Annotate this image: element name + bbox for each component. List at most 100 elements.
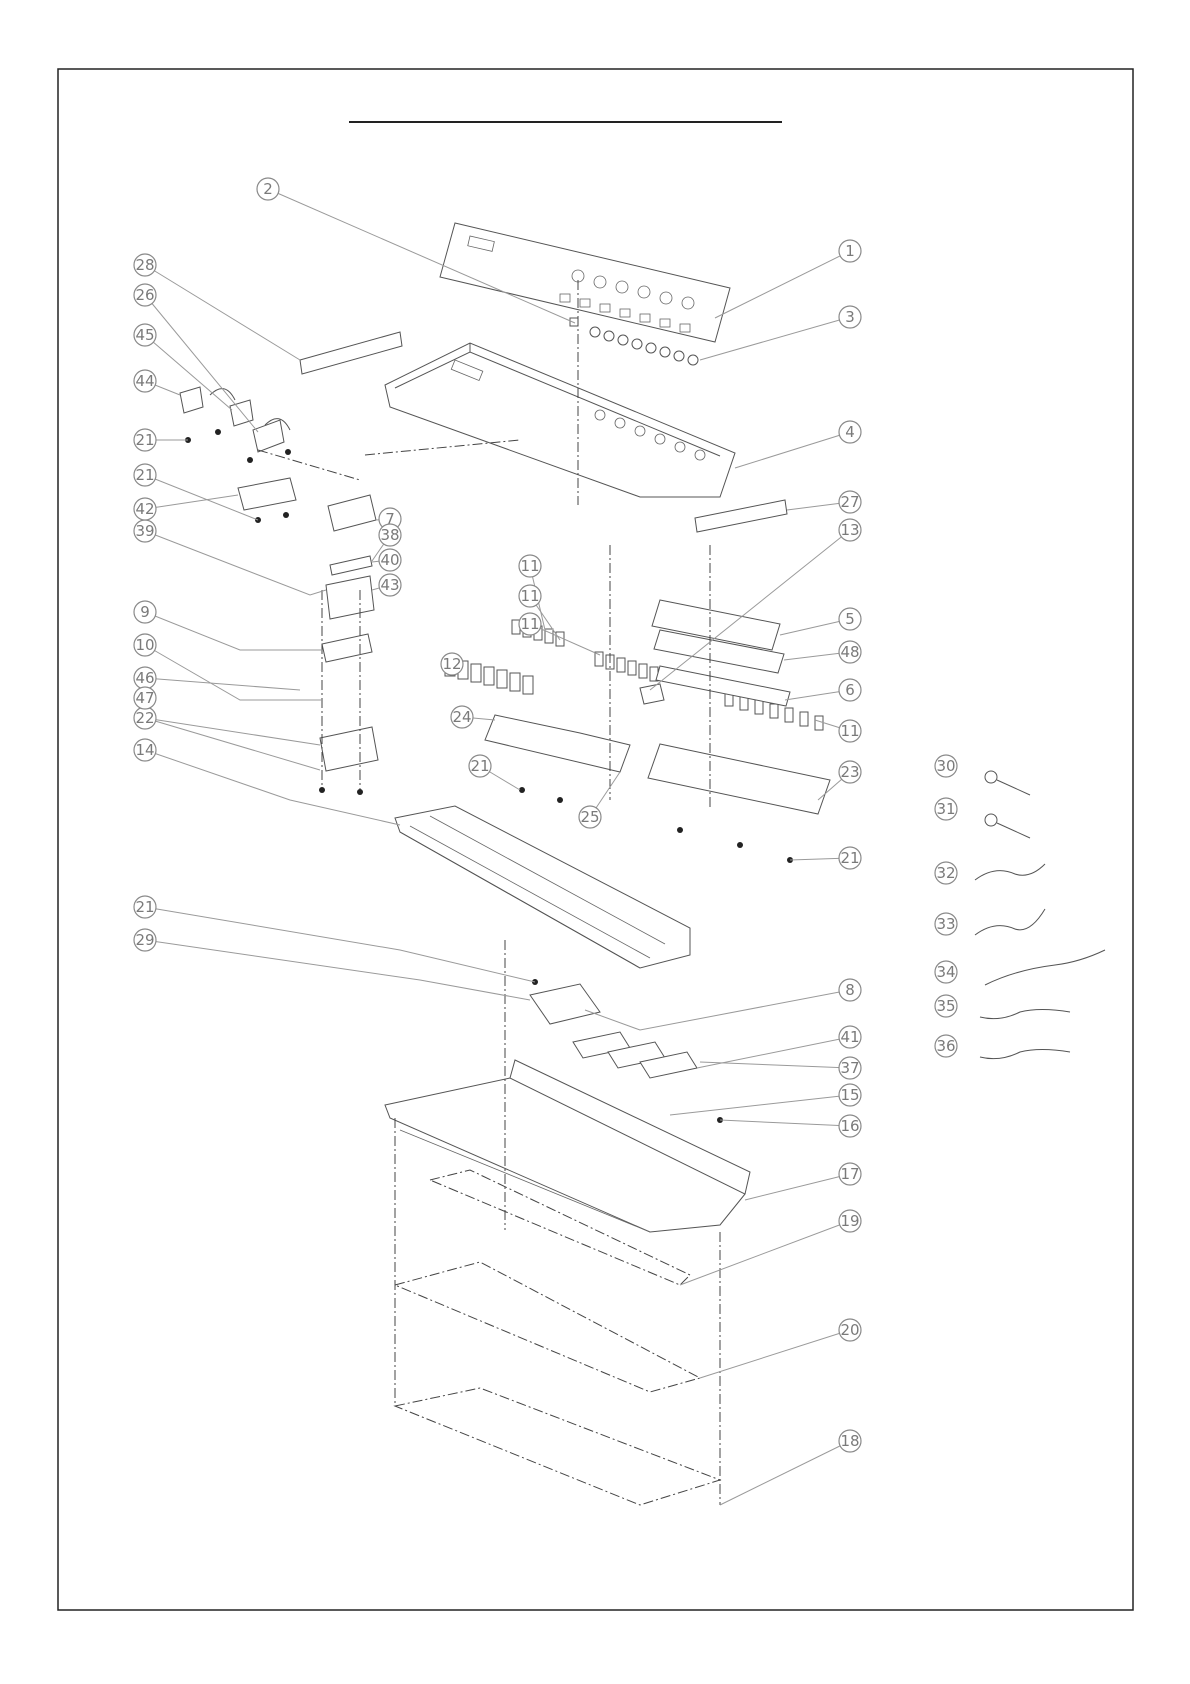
svg-text:24: 24	[452, 708, 471, 726]
callout-19: 19	[839, 1210, 861, 1232]
svg-text:41: 41	[840, 1028, 859, 1046]
svg-text:23: 23	[840, 763, 859, 781]
callout-1: 1	[839, 240, 861, 262]
svg-text:11: 11	[840, 722, 859, 740]
part-40-sheet	[330, 556, 372, 575]
callout-23: 23	[839, 761, 861, 783]
part-43-board	[326, 576, 374, 619]
svg-text:25: 25	[580, 808, 599, 826]
callout-4: 4	[839, 421, 861, 443]
callout-32: 32	[935, 862, 957, 884]
svg-text:34: 34	[936, 963, 955, 981]
callout-5: 5	[839, 608, 861, 630]
callout-11a: 11	[519, 555, 541, 577]
svg-text:26: 26	[135, 286, 154, 304]
svg-text:11: 11	[520, 615, 539, 633]
callout-31: 31	[935, 798, 957, 820]
part-47-board	[320, 727, 378, 771]
svg-text:6: 6	[845, 681, 855, 699]
svg-text:9: 9	[140, 603, 150, 621]
callout-40: 40	[379, 549, 401, 571]
svg-text:45: 45	[135, 326, 154, 344]
part-6-strip	[656, 666, 790, 706]
part-27-strip	[695, 500, 787, 532]
part-13-bracket	[640, 684, 664, 704]
part-23-board	[648, 744, 830, 814]
callout-25: 25	[579, 806, 601, 828]
svg-text:20: 20	[840, 1321, 859, 1339]
callout-12: 12	[441, 653, 463, 675]
svg-text:32: 32	[936, 864, 955, 882]
svg-text:17: 17	[840, 1165, 859, 1183]
part-11-buttons-b	[595, 652, 658, 681]
callout-11b: 11	[519, 585, 541, 607]
callout-21d: 21	[839, 847, 861, 869]
svg-text:38: 38	[380, 526, 399, 544]
callout-13: 13	[839, 519, 861, 541]
svg-text:47: 47	[135, 689, 154, 707]
callout-46: 46	[134, 667, 156, 689]
svg-text:16: 16	[840, 1117, 859, 1135]
callout-36: 36	[935, 1035, 957, 1057]
callout-24: 24	[451, 706, 473, 728]
part-24-board	[485, 715, 630, 772]
svg-text:27: 27	[840, 493, 859, 511]
svg-text:21: 21	[135, 898, 154, 916]
svg-text:21: 21	[840, 849, 859, 867]
callout-2: 2	[257, 178, 279, 200]
svg-text:18: 18	[840, 1432, 859, 1450]
callout-15: 15	[839, 1084, 861, 1106]
svg-text:40: 40	[380, 551, 399, 569]
callout-38: 38	[379, 524, 401, 546]
svg-text:33: 33	[936, 915, 955, 933]
part-30-36-cables	[975, 771, 1105, 1059]
callout-39: 39	[134, 520, 156, 542]
svg-text:43: 43	[380, 576, 399, 594]
callout-34: 34	[935, 961, 957, 983]
callout-14: 14	[134, 739, 156, 761]
callout-21a: 21	[134, 429, 156, 451]
svg-text:28: 28	[135, 256, 154, 274]
callout-10: 10	[134, 634, 156, 656]
svg-text:12: 12	[442, 655, 461, 673]
part-1-panel-overlay	[440, 223, 730, 342]
part-14-keybed	[395, 806, 690, 968]
callout-17: 17	[839, 1163, 861, 1185]
svg-text:46: 46	[135, 669, 154, 687]
callout-21b: 21	[134, 464, 156, 486]
svg-text:8: 8	[845, 981, 855, 999]
svg-text:5: 5	[845, 610, 855, 628]
callout-3: 3	[839, 306, 861, 328]
part-10-board	[322, 634, 372, 662]
svg-text:19: 19	[840, 1212, 859, 1230]
part-4-top-case	[385, 343, 735, 497]
svg-text:22: 22	[135, 709, 154, 727]
callout-43: 43	[379, 574, 401, 596]
part-29-main-board	[530, 984, 600, 1024]
callout-16: 16	[839, 1115, 861, 1137]
callout-27: 27	[839, 491, 861, 513]
callout-30: 30	[935, 755, 957, 777]
callouts: 1 2 3 4 5 6 7 8 9 10 11 11 11 11 12 13 1…	[134, 178, 957, 1452]
callout-6: 6	[839, 679, 861, 701]
svg-text:42: 42	[135, 500, 154, 518]
svg-text:39: 39	[135, 522, 154, 540]
part-7-lcd	[328, 495, 376, 531]
part-2-button	[570, 318, 578, 326]
svg-text:10: 10	[135, 636, 154, 654]
callout-48: 48	[839, 641, 861, 663]
callout-33: 33	[935, 913, 957, 935]
svg-text:15: 15	[840, 1086, 859, 1104]
svg-text:4: 4	[845, 423, 855, 441]
svg-text:44: 44	[135, 372, 154, 390]
part-17-bottom-case	[385, 1060, 750, 1232]
callout-37: 37	[839, 1057, 861, 1079]
callout-11c: 11	[519, 613, 541, 635]
svg-text:13: 13	[840, 521, 859, 539]
callout-21e: 21	[134, 896, 156, 918]
svg-text:14: 14	[135, 741, 154, 759]
svg-text:11: 11	[520, 587, 539, 605]
callout-35: 35	[935, 995, 957, 1017]
part-28-strip	[300, 332, 402, 374]
